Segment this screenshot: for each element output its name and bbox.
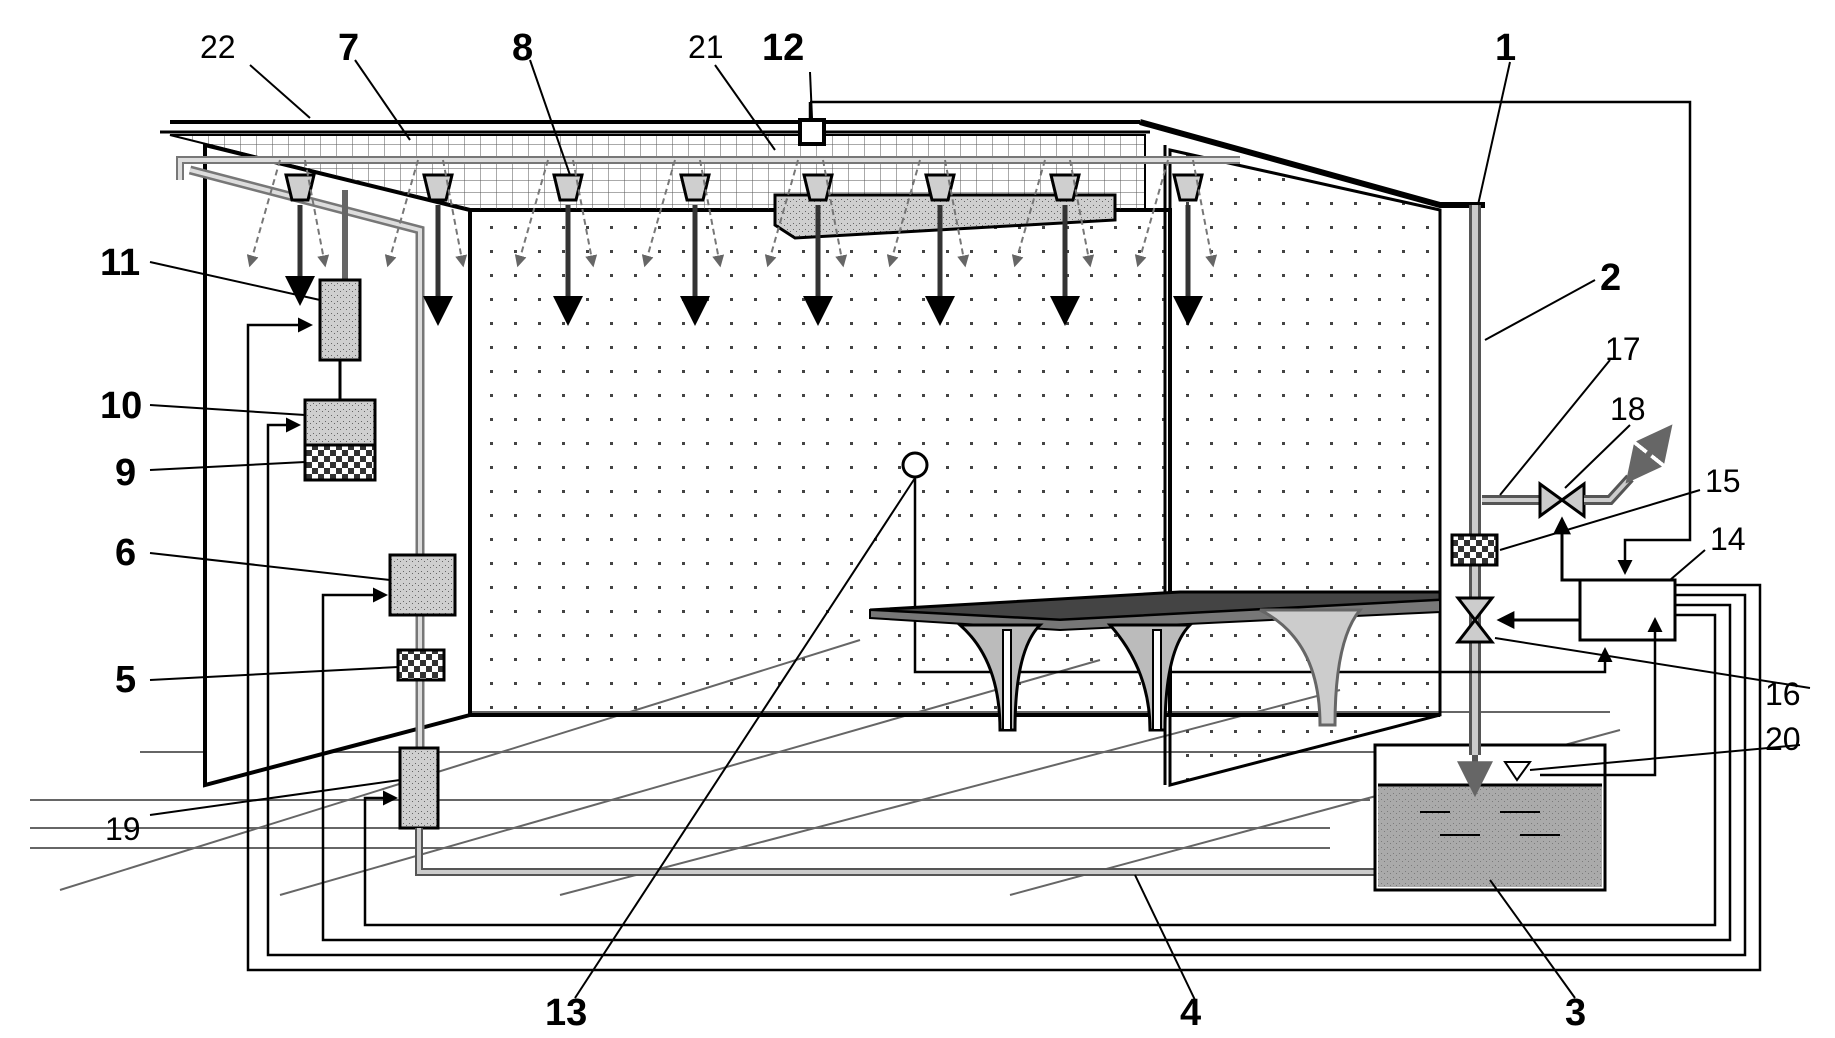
label-2: 2 xyxy=(1600,257,1621,299)
spray-arrow xyxy=(886,159,921,268)
label-15: 15 xyxy=(1705,463,1741,499)
nozzle xyxy=(924,173,956,202)
label-19: 19 xyxy=(105,811,141,847)
spray-arrow xyxy=(304,159,330,268)
device-10 xyxy=(303,398,377,447)
label-8: 8 xyxy=(512,27,533,69)
nozzle xyxy=(422,173,454,202)
spray-arrow xyxy=(1134,159,1169,268)
spray-arrow xyxy=(1069,159,1095,268)
device-stack-left xyxy=(303,190,457,830)
spray-arrow xyxy=(641,159,676,268)
nozzles xyxy=(284,173,1204,202)
label-9: 9 xyxy=(115,452,136,494)
control-wires xyxy=(246,100,1762,972)
leader-lines xyxy=(149,59,1811,1001)
sensor-12 xyxy=(798,118,826,146)
label-10: 10 xyxy=(100,385,142,427)
filter-15 xyxy=(1450,533,1499,567)
labels: 1 2 3 4 5 6 7 8 9 10 11 12 13 14 15 16 1… xyxy=(100,27,1801,1034)
device-5 xyxy=(396,648,446,682)
right-wall xyxy=(1168,148,1442,787)
nozzle xyxy=(679,173,711,202)
spray-arrow xyxy=(514,159,549,268)
label-16: 16 xyxy=(1765,676,1801,712)
device-9 xyxy=(303,443,377,482)
label-13: 13 xyxy=(545,992,587,1034)
controller-14 xyxy=(1578,578,1677,642)
spray-arrow xyxy=(572,159,598,268)
valve-16 xyxy=(1454,596,1496,644)
nozzle xyxy=(552,173,584,202)
nozzle xyxy=(802,173,834,202)
label-17: 17 xyxy=(1605,331,1641,367)
spray-arrows xyxy=(246,159,1218,326)
spray-arrow xyxy=(384,159,419,268)
device-6 xyxy=(388,553,457,617)
spray-arrow xyxy=(442,159,468,268)
label-7: 7 xyxy=(338,27,359,69)
label-22: 22 xyxy=(200,29,236,65)
tables xyxy=(869,590,1442,732)
label-11: 11 xyxy=(100,242,140,284)
nozzle xyxy=(284,173,316,202)
label-1: 1 xyxy=(1495,27,1516,69)
spray-arrow xyxy=(1011,159,1046,268)
spray-arrow xyxy=(246,159,281,268)
label-12: 12 xyxy=(762,27,804,69)
spray-arrow xyxy=(699,159,725,268)
nozzle xyxy=(1049,173,1081,202)
supply-pipe-2 xyxy=(1450,205,1673,798)
water-tank-3 xyxy=(1373,743,1607,892)
level-sensor-20 xyxy=(1503,761,1532,782)
nozzle xyxy=(1172,173,1204,202)
label-6: 6 xyxy=(115,532,136,574)
label-18: 18 xyxy=(1610,391,1646,427)
label-14: 14 xyxy=(1710,521,1746,557)
pump-19 xyxy=(398,746,440,830)
spray-arrow xyxy=(822,159,848,268)
label-4: 4 xyxy=(1180,992,1201,1034)
label-3: 3 xyxy=(1565,992,1586,1034)
spray-arrow xyxy=(1192,159,1218,268)
spray-arrow xyxy=(764,159,799,268)
label-21: 21 xyxy=(688,29,724,65)
spray-arrow xyxy=(944,159,970,268)
device-11 xyxy=(318,278,362,362)
greenhouse-structure xyxy=(160,119,1485,788)
valve-18 xyxy=(1538,481,1586,519)
label-20: 20 xyxy=(1765,721,1801,757)
sensor-13 xyxy=(901,451,929,479)
label-5: 5 xyxy=(115,659,136,701)
